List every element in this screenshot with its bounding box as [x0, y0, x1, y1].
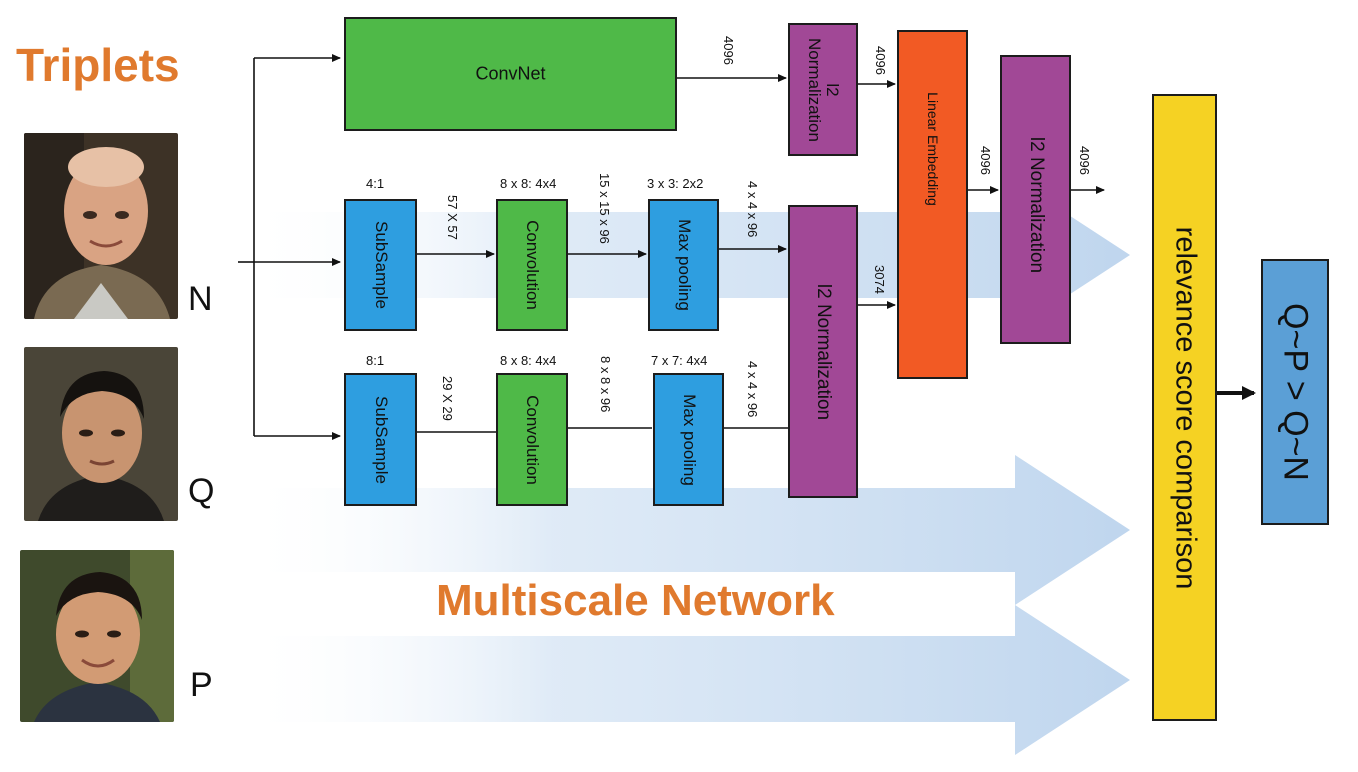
branch1-conv-spec: 8 x 8: 4x4	[500, 176, 557, 191]
branch1-dim3: 4 x 4 x 96	[745, 181, 760, 238]
branch2-convolution-label: Convolution	[523, 394, 542, 485]
mid-normalization-label: l2 Normalization	[813, 283, 834, 420]
face-label-p: P	[190, 666, 213, 704]
branch2-subsample-block: SubSample	[344, 373, 417, 506]
multiscale-network-title: Multiscale Network	[436, 576, 835, 625]
branch1-dim1: 57 X 57	[445, 195, 460, 240]
final-normalization-label: l2 Normalization	[1025, 137, 1047, 274]
top-normalization-out-dim: 4096	[873, 46, 888, 75]
convnet-out-dim: 4096	[721, 36, 736, 65]
top-normalization-block: l2 Normalization	[788, 23, 858, 156]
branch2-subsample-label: SubSample	[371, 395, 391, 484]
branch1-maxpool-label: Max pooling	[674, 219, 694, 311]
branch1-dim2: 15 x 15 x 96	[597, 173, 612, 244]
branch2-pool-spec: 7 x 7: 4x4	[651, 353, 708, 368]
final-normalization-block: l2 Normalization	[1000, 55, 1071, 344]
triplets-title: Triplets	[16, 39, 180, 91]
branch2-maxpool-label: Max pooling	[679, 393, 699, 486]
mid-normalization-block: l2 Normalization	[788, 205, 858, 498]
final-normalization-out-dim: 4096	[1077, 146, 1092, 175]
convnet-block: ConvNet	[344, 17, 677, 131]
branch2-dim1: 29 X 29	[440, 376, 455, 421]
mid-normalization-out-dim: 3074	[872, 265, 887, 294]
face-photo-p	[20, 550, 174, 722]
branch2-dim2: 8 x 8 x 96	[598, 356, 613, 413]
linear-embedding-out-dim: 4096	[978, 146, 993, 175]
face-photo-n	[24, 133, 178, 319]
branch1-subsample-block: SubSample	[344, 199, 417, 331]
relevance-comparison-block: relevance score comparison	[1152, 94, 1217, 721]
face-photo-q	[24, 347, 178, 521]
branch1-pool-spec: 3 x 3: 2x2	[647, 176, 704, 191]
top-normalization-label: l2 Normalization	[805, 37, 842, 142]
result-block: Q~P > Q~N	[1261, 259, 1329, 525]
branch1-maxpool-block: Max pooling	[648, 199, 719, 331]
branch2-subsample-ratio: 8:1	[366, 353, 385, 368]
branch1-subsample-ratio: 4:1	[366, 176, 385, 191]
branch1-convolution-label: Convolution	[523, 220, 542, 310]
face-label-n: N	[188, 280, 213, 318]
branch1-convolution-block: Convolution	[496, 199, 568, 331]
flow-arrow-q	[240, 455, 1130, 605]
branch2-conv-spec: 8 x 8: 4x4	[500, 353, 557, 368]
branch2-maxpool-block: Max pooling	[653, 373, 724, 506]
branch2-convolution-block: Convolution	[496, 373, 568, 506]
result-label: Q~P > Q~N	[1276, 303, 1315, 481]
linear-embedding-block: Linear Embedding	[897, 30, 968, 379]
linear-embedding-label: Linear Embedding	[924, 92, 941, 207]
branch2-dim3: 4 x 4 x 96	[745, 361, 760, 418]
convnet-label: ConvNet	[475, 63, 546, 84]
relevance-comparison-label: relevance score comparison	[1169, 226, 1201, 589]
flow-arrow-p	[240, 605, 1130, 755]
branch1-subsample-label: SubSample	[371, 221, 391, 309]
face-label-q: Q	[188, 472, 215, 510]
